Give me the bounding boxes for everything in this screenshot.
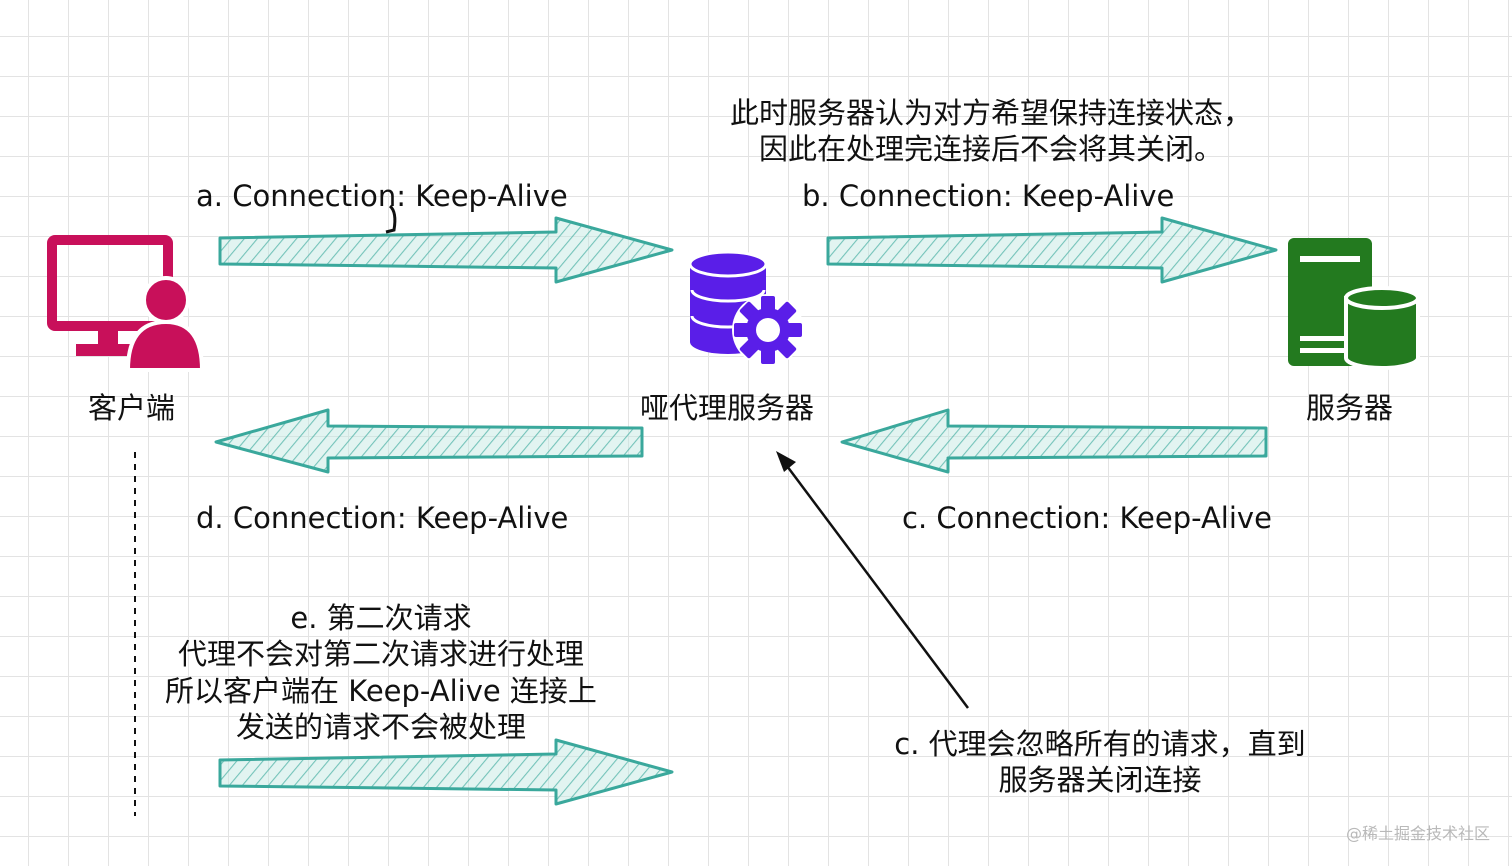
proxy-note: c. 代理会忽略所有的请求，直到 服务器关闭连接 [860,726,1340,799]
server-label: 服务器 [1306,391,1394,425]
request-note-line-4: 发送的请求不会被处理 [235,709,526,744]
request-note-line-1: e. 第二次请求 [290,601,472,635]
server-note-line-1: 此时服务器认为对方希望保持连接状态， [729,96,1252,130]
message-c-label: c. Connection: Keep-Alive [902,501,1272,535]
arrow-b-proxy-to-server [826,216,1278,284]
arrow-a-client-to-proxy [218,216,674,284]
proxy-note-line-1: c. 代理会忽略所有的请求，直到 [894,727,1306,761]
pointer-arrow-to-proxy [782,461,970,709]
watermark: @稀土掘金技术社区 [1345,824,1490,843]
arrow-c-server-to-proxy [840,408,1268,474]
client-label: 客户端 [88,391,176,425]
request-note: e. 第二次请求 代理不会对第二次请求进行处理 所以客户端在 Keep-Aliv… [136,600,626,745]
arrow-d-proxy-to-client [214,408,644,474]
arrow-e-second-request [218,738,674,806]
proxy-label: 哑代理服务器 [640,391,815,425]
proxy-note-line-2: 服务器关闭连接 [998,763,1202,798]
client-computer-icon [47,235,205,372]
message-b-label: b. Connection: Keep-Alive [802,179,1175,213]
cursor-mark [385,204,397,234]
server-note: 此时服务器认为对方希望保持连接状态， 因此在处理完连接后不会将其关闭。 [700,95,1282,168]
server-icon [1288,238,1420,370]
message-d-label: d. Connection: Keep-Alive [196,501,569,535]
pointer-arrowhead [776,451,796,472]
request-note-line-3: 所以客户端在 Keep-Alive 连接上 [165,673,597,708]
server-note-line-2: 因此在处理完连接后不会将其关闭。 [758,132,1223,167]
proxy-database-gear-icon [688,250,804,366]
message-a-label: a. Connection: Keep-Alive [196,179,568,213]
request-note-line-2: 代理不会对第二次请求进行处理 [177,637,584,672]
